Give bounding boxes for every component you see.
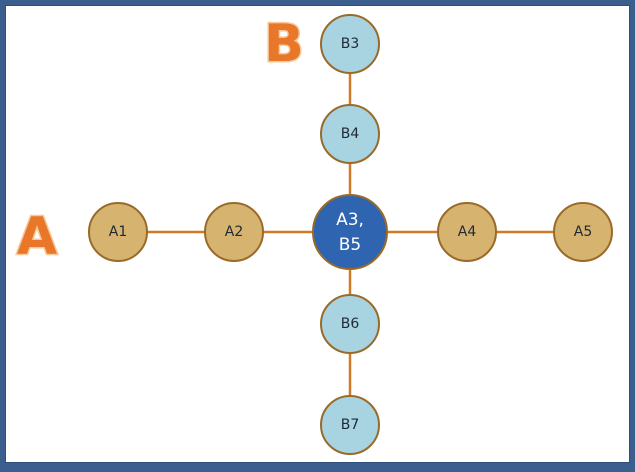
node-a5-label: A5 — [574, 224, 592, 240]
node-b6-label: B6 — [341, 316, 360, 332]
node-a1[interactable]: A1 — [88, 202, 148, 262]
node-b4[interactable]: B4 — [320, 104, 380, 164]
center-label-line2: B5 — [339, 235, 361, 255]
node-b7[interactable]: B7 — [320, 395, 380, 455]
node-b3[interactable]: B3 — [320, 14, 380, 74]
group-label-b: B — [264, 14, 304, 74]
node-b7-label: B7 — [341, 417, 360, 433]
node-a5[interactable]: A5 — [553, 202, 613, 262]
node-b6[interactable]: B6 — [320, 294, 380, 354]
node-a2[interactable]: A2 — [204, 202, 264, 262]
node-b4-label: B4 — [341, 126, 360, 142]
node-a4[interactable]: A4 — [437, 202, 497, 262]
node-b3-label: B3 — [341, 36, 360, 52]
node-a4-label: A4 — [458, 224, 477, 240]
group-label-a: A — [17, 207, 57, 267]
center-label-line1: A3, — [336, 210, 364, 230]
node-a2-label: A2 — [225, 224, 243, 240]
node-a3-b5[interactable]: A3, B5 — [312, 194, 388, 270]
node-a1-label: A1 — [109, 224, 127, 240]
